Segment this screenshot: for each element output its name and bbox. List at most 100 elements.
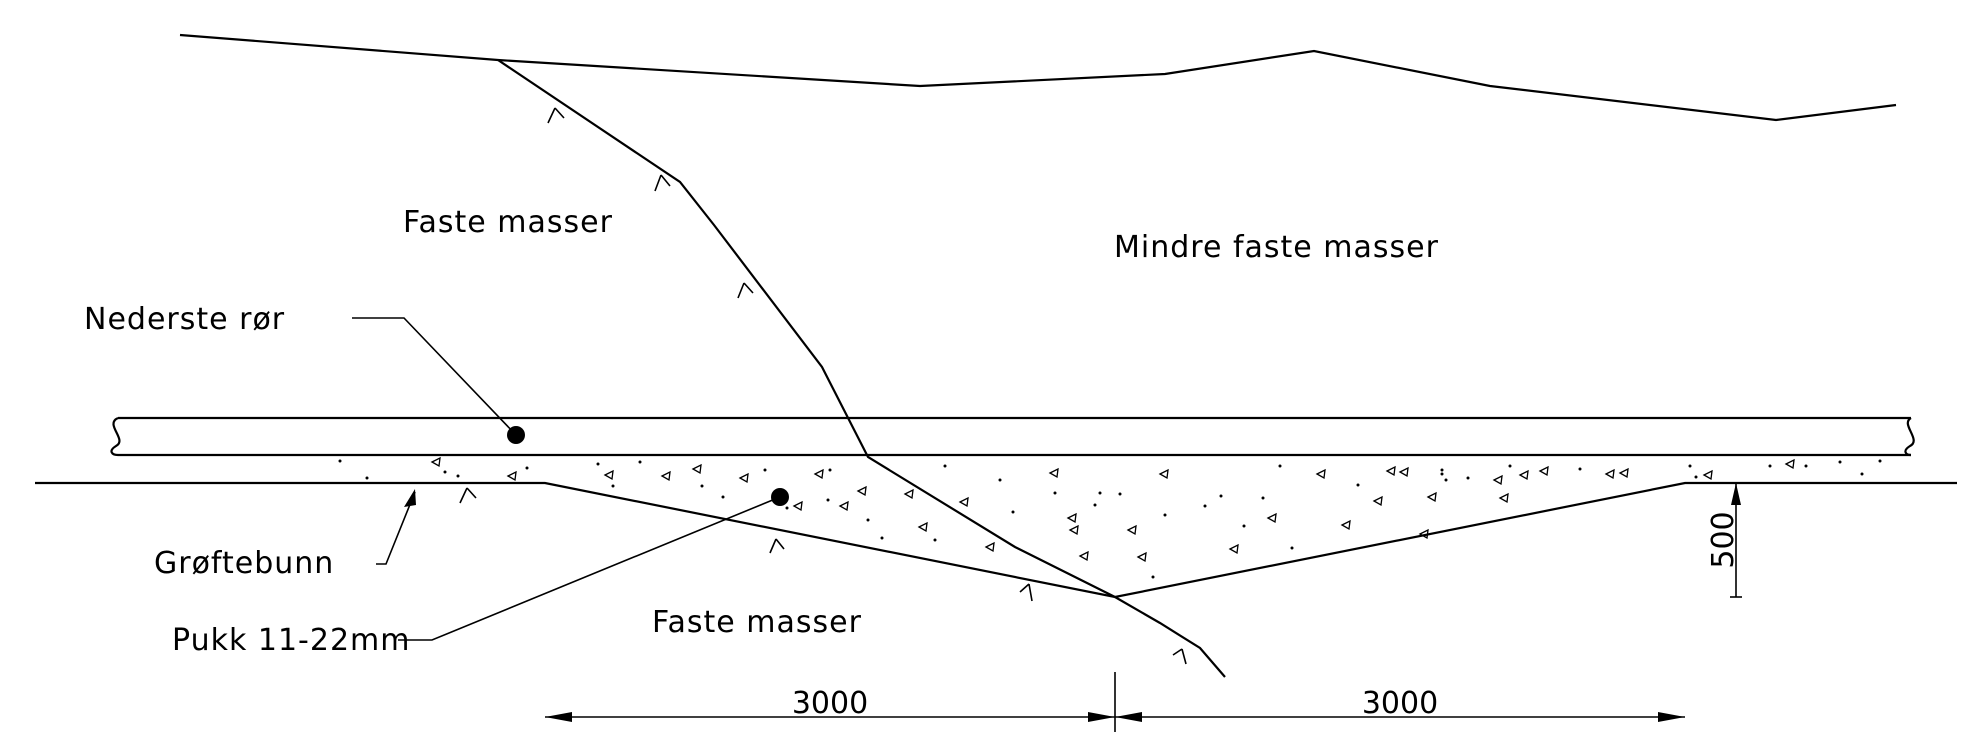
gravel-particle — [813, 468, 824, 480]
gravel-particle — [1518, 469, 1529, 481]
gravel-particle — [1702, 469, 1713, 481]
gravel-particle — [917, 521, 928, 533]
soil-boundary-line — [497, 59, 1226, 678]
gravel-particle — [506, 470, 517, 482]
gravel-particle — [1618, 467, 1629, 479]
gravel-particle — [1768, 464, 1772, 468]
gravel-particle — [430, 456, 441, 468]
gravel-particle — [1078, 550, 1089, 562]
tick-mark — [547, 107, 565, 124]
gravel-particle — [1604, 468, 1615, 480]
pukk-leader — [398, 496, 781, 641]
gravel-particle — [1151, 575, 1155, 579]
gravel-particle — [1011, 510, 1015, 514]
gravel-particle — [1356, 483, 1360, 487]
pipe-marker-dot — [507, 426, 525, 444]
label-faste-masser-bottom: Faste masser — [652, 605, 862, 640]
gravel-particle — [856, 485, 867, 497]
gravel-particle — [1444, 478, 1448, 482]
gravel-particle — [1242, 524, 1246, 528]
gravel-particle — [984, 541, 995, 553]
gravel-particle — [603, 469, 614, 481]
dimension-right-value: 3000 — [1362, 686, 1438, 721]
gravel-particle — [365, 476, 369, 480]
gravel-particle — [1860, 472, 1864, 476]
gravel-particle — [1228, 543, 1239, 555]
gravel-particle — [1498, 492, 1509, 504]
gravel-particle — [1203, 504, 1207, 508]
gravel-particle — [880, 536, 884, 540]
gravel-particle — [721, 495, 725, 499]
gravel-particle — [828, 468, 832, 472]
gravel-particle — [1838, 460, 1842, 464]
dimension-depth-value: 500 — [1706, 511, 1741, 568]
boundary-tick-marks — [459, 107, 1187, 665]
gravel-particle — [638, 460, 642, 464]
gravel-particle — [1398, 466, 1409, 478]
gravel-particle — [1492, 474, 1503, 486]
gravel-particle — [1340, 519, 1351, 531]
dimension-arrow-left — [545, 712, 572, 722]
label-pukk: Pukk 11-22mm — [172, 623, 410, 658]
gravel-particle — [958, 496, 969, 508]
gravel-particle — [596, 462, 600, 466]
gravel-particle — [1418, 528, 1429, 540]
gravel-particle — [456, 474, 460, 478]
gravel-particle — [1261, 496, 1265, 500]
gravel-particle — [660, 470, 671, 482]
gravel-particle — [1440, 472, 1444, 476]
gravel-particle — [1538, 465, 1549, 477]
gravel-particle — [1688, 464, 1692, 468]
tick-mark — [459, 487, 477, 504]
gravel-particle — [866, 518, 870, 522]
gravel-particle — [1290, 546, 1294, 550]
gravel-particle — [1048, 467, 1059, 479]
trench-bottom-line — [35, 481, 1957, 599]
gravel-particle — [1694, 475, 1698, 479]
gravel-particle — [1372, 495, 1383, 507]
tick-mark — [1019, 583, 1033, 602]
nederste-ror-leader — [352, 317, 517, 436]
gravel-particle — [1126, 524, 1137, 536]
dimension-left-value: 3000 — [792, 686, 868, 721]
gravel-particle — [1068, 524, 1079, 536]
gravel-particle — [1066, 512, 1077, 524]
gravel-particle — [1278, 464, 1282, 468]
gravel-particle — [1878, 459, 1882, 463]
groftebunn-leader — [376, 491, 416, 565]
gravel-particle — [443, 470, 447, 474]
groftebunn-arrowhead — [404, 489, 416, 507]
gravel-particle — [738, 472, 749, 484]
pipe — [110, 416, 1915, 457]
gravel-particle — [792, 500, 803, 512]
gravel-particle — [785, 506, 789, 510]
label-faste-masser-top: Faste masser — [403, 205, 613, 240]
gravel-particle — [1163, 513, 1167, 517]
label-nederste-ror: Nederste rør — [84, 302, 285, 337]
gravel-particle — [1804, 464, 1808, 468]
pipe-break-left — [110, 416, 121, 457]
tick-mark — [769, 538, 785, 554]
gravel-particle — [338, 459, 342, 463]
gravel-particle — [1118, 492, 1122, 496]
dimension-arrow-center-right — [1115, 712, 1142, 722]
terrain-surface-line — [179, 33, 1897, 122]
gravel-fill-pattern — [338, 456, 1882, 579]
gravel-particle — [1440, 468, 1444, 472]
gravel-particle — [838, 500, 849, 512]
gravel-particle — [1053, 491, 1057, 495]
gravel-particle — [943, 464, 947, 468]
dimension-arrow-center-left — [1088, 712, 1115, 722]
gravel-particle — [1158, 468, 1169, 480]
pipe-break-right — [1904, 417, 1915, 457]
horizontal-dimension — [545, 672, 1685, 732]
gravel-particle — [1578, 467, 1582, 471]
gravel-particle — [1136, 551, 1147, 563]
gravel-particle — [691, 463, 702, 475]
pukk-marker-dot — [771, 488, 789, 506]
gravel-particle — [763, 468, 767, 472]
gravel-particle — [700, 484, 704, 488]
gravel-particle — [998, 478, 1002, 482]
gravel-particle — [1315, 468, 1326, 480]
